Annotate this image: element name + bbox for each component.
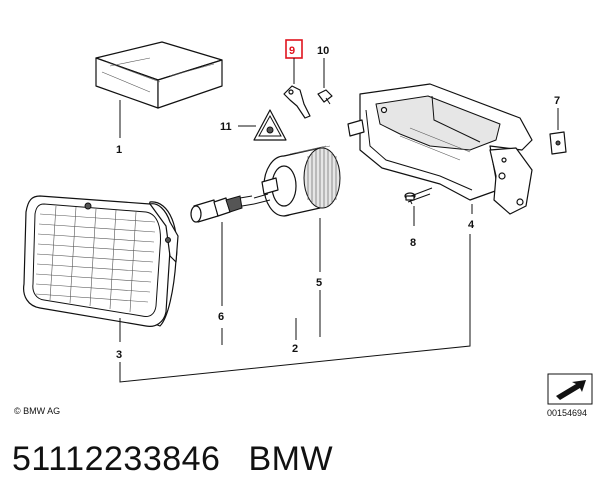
callout-9[interactable]: 9 [289,45,295,57]
assembly-line [119,234,471,383]
part-1-package[interactable] [95,41,223,109]
callout-11[interactable]: 11 [220,121,232,133]
callout-4[interactable]: 4 [468,219,475,231]
part-6-bulb[interactable] [190,195,255,223]
part-3-fog-light[interactable] [23,195,179,327]
part-7-clip-nut[interactable] [549,131,567,155]
part-10-screw[interactable] [317,89,333,105]
parts-diagram: 1 9 10 11 5 6 [14,39,593,418]
copyright-text: © BMW AG [14,406,60,416]
direction-arrow-icon [547,373,593,405]
callout-7[interactable]: 7 [554,95,560,107]
callout-2[interactable]: 2 [292,343,298,355]
part-11-warning-label[interactable] [253,109,287,141]
caption: 51112233846 BMW [12,440,333,479]
diagram-id: 00154694 [547,408,587,418]
brand-name: BMW [248,440,334,478]
part-8-screw[interactable] [404,187,433,205]
part-number: 51112233846 [12,440,221,478]
part-5-bulb-holder[interactable] [253,145,341,217]
part-4-mounting-frame[interactable] [347,83,533,215]
callout-3[interactable]: 3 [116,349,122,361]
callout-8[interactable]: 8 [410,237,416,249]
part-9-bracket[interactable] [283,85,311,119]
callout-1[interactable]: 1 [116,144,122,156]
callout-5[interactable]: 5 [316,277,322,289]
callout-10[interactable]: 10 [317,45,329,57]
callout-6[interactable]: 6 [218,311,224,323]
